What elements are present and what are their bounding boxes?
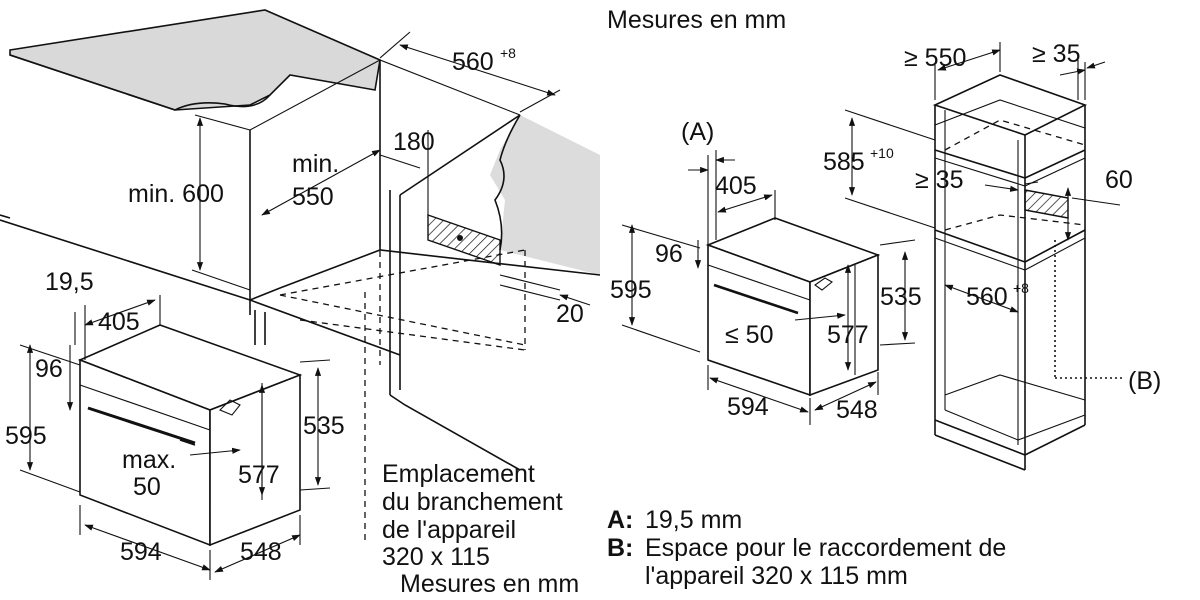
dim-535-left: 535 xyxy=(303,412,345,440)
tall-unit-installation: Mesures en mm xyxy=(607,6,1161,590)
legend-a-text: 19,5 mm xyxy=(645,506,742,534)
dim-595-right: 595 xyxy=(610,276,652,304)
dim-60: 60 xyxy=(1105,166,1133,194)
label-b: (B) xyxy=(1128,367,1161,395)
dim-535-right: 535 xyxy=(880,283,922,311)
dim-405-left: 405 xyxy=(98,308,140,336)
dim-max-label: max. xyxy=(122,446,176,474)
dim-ge-35-mid: ≥ 35 xyxy=(915,166,963,194)
legend-b-key: B: xyxy=(607,534,633,562)
dim-560-left: 560 xyxy=(452,48,494,76)
tall-cabinet xyxy=(932,74,1125,471)
dim-min-600: min. 600 xyxy=(128,180,224,208)
dim-96-left: 96 xyxy=(35,355,63,383)
dim-594-right: 594 xyxy=(727,393,769,421)
dim-594-left: 594 xyxy=(120,538,162,566)
oven-right xyxy=(705,217,881,397)
label-a: (A) xyxy=(681,118,714,146)
dim-595-left: 595 xyxy=(5,422,47,450)
legend-a-key: A: xyxy=(607,506,633,534)
dim-ge-35-top: ≥ 35 xyxy=(1032,40,1080,68)
side-wall-panel xyxy=(490,114,600,275)
units-label: Mesures en mm xyxy=(607,6,786,34)
note-units: Mesures en mm xyxy=(400,570,579,598)
niche-cabinet xyxy=(0,59,601,540)
dim-405-right: 405 xyxy=(715,172,757,200)
dim-50-left: 50 xyxy=(133,473,161,501)
dim-577-right: 577 xyxy=(827,321,869,349)
dim-96-right: 96 xyxy=(655,240,683,268)
oven-left xyxy=(77,324,303,547)
dim-585-tolerance: +10 xyxy=(870,145,894,161)
legend-b-text-1: Espace pour le raccordement de xyxy=(645,534,1006,562)
dim-ge-550: ≥ 550 xyxy=(904,44,966,72)
dim-19-5: 19,5 xyxy=(45,268,94,296)
dim-560-right-tolerance: +8 xyxy=(1013,280,1029,296)
dim-550-left: 550 xyxy=(292,183,334,211)
dim-577-left: 577 xyxy=(238,461,280,489)
dim-548-right: 548 xyxy=(836,396,878,424)
dim-le-50: ≤ 50 xyxy=(725,321,773,349)
dim-560-left-tolerance: +8 xyxy=(500,45,516,61)
built-under-installation: 560 +8 min. 600 min. 550 180 20 19,5 405… xyxy=(0,9,601,598)
dim-560-right: 560 xyxy=(966,283,1008,311)
left-dimension-lines xyxy=(19,31,591,580)
dim-20: 20 xyxy=(556,300,584,328)
worktop xyxy=(9,9,381,111)
right-dimension-lines xyxy=(621,42,1121,425)
dim-548-left: 548 xyxy=(240,538,282,566)
note-line-2: du branchement xyxy=(382,488,563,516)
note-line-1: Emplacement xyxy=(382,460,535,488)
dim-180: 180 xyxy=(393,128,435,156)
legend-b-text-2: l'appareil 320 x 115 mm xyxy=(645,562,908,590)
note-line-4: 320 x 115 xyxy=(382,543,490,571)
note-line-3: de l'appareil xyxy=(382,516,516,544)
dim-min-label: min. xyxy=(292,150,339,178)
legend: A: 19,5 mm B: Espace pour le raccordemen… xyxy=(607,506,1006,590)
dim-585: 585 xyxy=(823,148,865,176)
connection-note: Emplacement du branchement de l'appareil… xyxy=(382,460,579,598)
